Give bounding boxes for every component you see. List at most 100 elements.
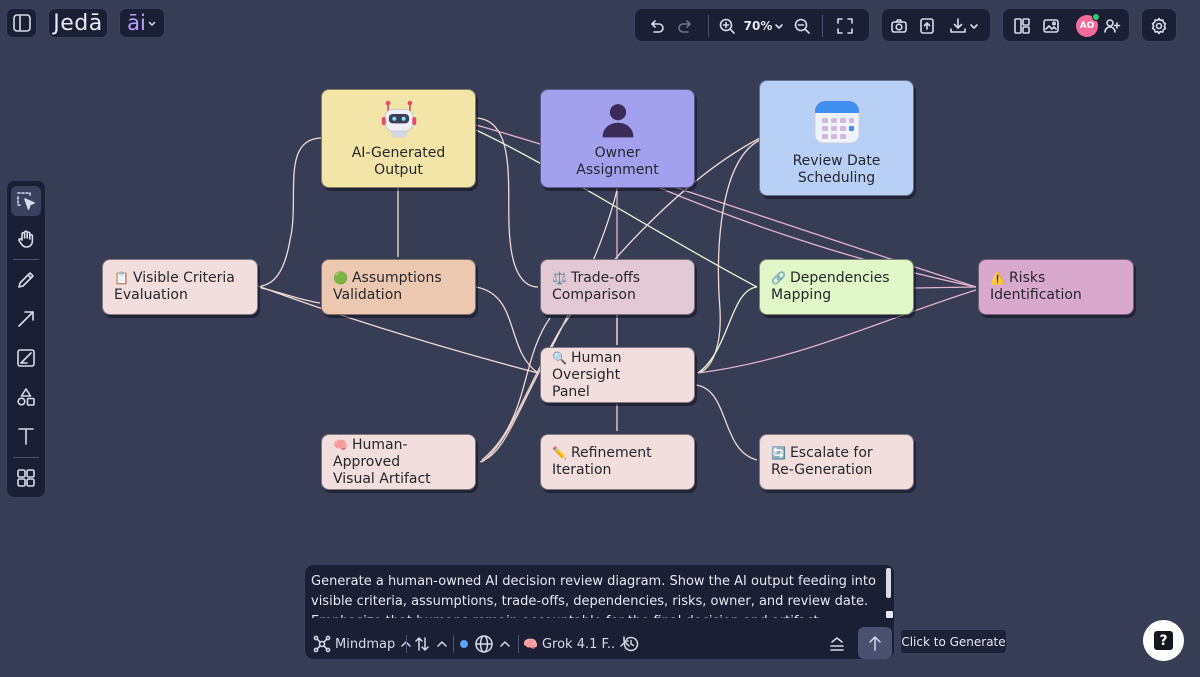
camera-icon [891,19,907,33]
avatar[interactable]: AO [1076,13,1100,37]
edge [697,286,758,374]
node-assumptions[interactable]: 🟢Assumptions Validation [321,259,476,315]
node-artifact[interactable]: 🧠Human-Approved Visual Artifact [321,434,476,490]
layout-button[interactable] [1010,14,1034,38]
node-label-line1: Escalate for [789,445,873,461]
link-icon: 🔗 [771,271,786,285]
chevron-up-icon [500,641,510,647]
layout-icon [1014,18,1030,34]
node-criteria[interactable]: 📋Visible Criteria Evaluation [102,259,258,315]
share-button[interactable] [915,14,939,38]
mode-label: Mindmap [335,636,396,652]
node-label-line2: Re-Generation [771,462,873,478]
undo-icon [651,20,664,33]
hand-tool[interactable] [11,224,41,254]
model-select[interactable]: 🧠 Grok 4.1 F.. [523,633,631,655]
gear-icon [1151,17,1167,35]
app-logo[interactable]: Jedā [48,8,108,38]
generate-button[interactable] [858,627,892,659]
clipboard-icon: 📋 [114,271,129,285]
hand-icon [18,230,34,248]
sort-select[interactable] [413,633,448,655]
tool-sidebar [6,180,46,498]
node-ai-output[interactable]: AI-Generated Output [321,89,476,188]
image-icon [17,349,35,367]
node-risks[interactable]: ⚠️Risks Identification [978,259,1134,315]
logo-text: Jedā [53,10,103,36]
text-tool[interactable] [11,421,41,451]
node-dependencies[interactable]: 🔗Dependencies Mapping [759,259,914,315]
history-icon [623,636,639,652]
zoom-in-button[interactable] [715,14,739,38]
download-button[interactable] [944,14,984,38]
chevron-up-icon [437,641,447,647]
pen-tool[interactable] [11,265,41,295]
arrow-tool[interactable] [11,304,41,334]
node-tradeoffs[interactable]: ⚖️Trade-offs Comparison [540,259,695,315]
shapes-tool[interactable] [11,382,41,412]
node-label: AI-Generated Output [351,145,446,178]
node-oversight[interactable]: 🔍Human Oversight Panel [540,347,695,403]
pencil-icon: ✏️ [552,446,567,460]
node-owner[interactable]: Owner Assignment [540,89,695,188]
zoom-in-icon [719,18,735,34]
edge [697,139,761,374]
person-icon [602,104,633,138]
node-label-line2: Evaluation [114,287,188,303]
edge [481,317,551,461]
view-toolbar: 70% [634,8,870,42]
export-toolbar [881,8,991,42]
mindmap-icon [313,635,331,653]
zoom-select[interactable]: 70% [743,14,785,38]
edge [481,137,761,463]
download-icon [950,18,966,33]
edge [659,187,977,288]
edge [257,285,539,374]
ai-menu-button[interactable]: āi [119,8,165,38]
redo-button[interactable] [673,14,699,38]
mode-select[interactable]: Mindmap [313,633,412,655]
node-label-line2: Visual Artifact [333,470,431,487]
history-button[interactable] [621,633,641,655]
chevron-down-icon [775,24,784,29]
components-tool[interactable] [11,463,41,493]
node-label-line1: Risks [1008,270,1046,286]
edge [260,287,321,304]
invite-user-button[interactable] [1100,14,1124,38]
node-label-line1: Human-Approved [333,436,408,470]
node-label-line1: Human Oversight [552,349,622,383]
web-search-toggle[interactable] [460,633,511,655]
fullscreen-icon [837,18,853,34]
prompt-scrollbar[interactable] [886,568,891,598]
gallery-button[interactable] [1039,14,1063,38]
grid-icon [17,469,35,487]
resize-handle[interactable] [886,611,893,618]
shapes-icon [17,388,35,406]
sidebar-toggle-button[interactable] [6,8,37,38]
undo-button[interactable] [643,14,669,38]
robot-icon [381,100,416,138]
image-tool[interactable] [11,343,41,373]
brain-icon: 🧠 [333,437,348,452]
node-label-line1: Trade-offs [570,270,641,286]
arrow-up-icon [869,636,881,651]
node-escalate[interactable]: 🔄Escalate for Re-Generation [759,434,914,490]
screenshot-button[interactable] [887,14,911,38]
prompt-box: Generate a human-owned AI decision revie… [304,564,895,660]
zoom-out-button[interactable] [790,14,814,38]
node-refinement[interactable]: ✏️Refinement Iteration [540,434,695,490]
chevron-down-icon [970,24,978,29]
select-tool[interactable] [11,186,41,216]
node-review-date[interactable]: Review Date Scheduling [759,80,914,196]
globe-icon [475,635,493,653]
add-user-icon [1104,19,1121,33]
settings-button[interactable] [1147,14,1171,38]
brain-icon: 🧠 [523,637,538,651]
collapse-button[interactable] [828,633,846,655]
prompt-toolbar: Mindmap 🧠 Grok 4.1 F.. [305,627,894,659]
arrow-icon [18,311,34,327]
help-button[interactable]: ? [1143,620,1184,661]
fit-screen-button[interactable] [833,14,857,38]
prompt-input[interactable]: Generate a human-owned AI decision revie… [311,574,876,618]
